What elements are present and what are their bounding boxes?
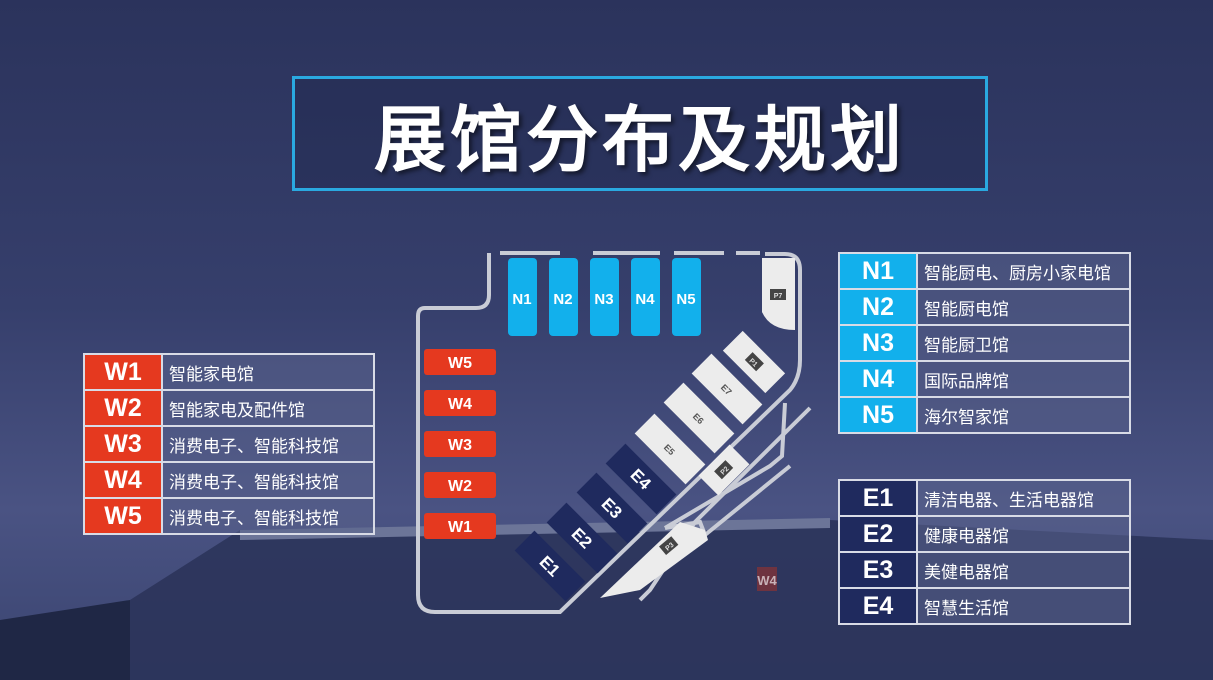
hall-w4[interactable]: [424, 390, 496, 416]
hall-desc: 消费电子、智能科技馆: [161, 461, 375, 499]
hall-code: W3: [83, 425, 163, 463]
hall-desc: 智慧生活馆: [916, 587, 1131, 625]
hall-n1-label: N1: [512, 291, 531, 308]
hall-w1[interactable]: [424, 513, 496, 539]
hall-n5-label: N5: [676, 291, 695, 308]
hall-n3[interactable]: [590, 258, 619, 336]
hall-code: E4: [838, 587, 918, 625]
parking-p7-label: P7: [774, 293, 783, 300]
hall-e4[interactable]: E4: [605, 443, 677, 515]
hall-desc: 消费电子、智能科技馆: [161, 497, 375, 535]
hall-code: N3: [838, 324, 918, 362]
hall-e7[interactable]: E7: [691, 353, 763, 425]
hall-desc: 消费电子、智能科技馆: [161, 425, 375, 463]
hall-e2[interactable]: E2: [546, 502, 618, 574]
hall-n4[interactable]: [631, 258, 660, 336]
hall-n1[interactable]: [508, 258, 537, 336]
west-halls: W5 W4 W3 W2 W1: [424, 349, 496, 539]
hall-code: W4: [83, 461, 163, 499]
hall-code: E2: [838, 515, 918, 553]
hall-n3-label: N3: [594, 291, 613, 308]
hall-desc: 智能家电馆: [161, 353, 375, 391]
hall-code: W1: [83, 353, 163, 391]
hall-desc: 智能家电及配件馆: [161, 389, 375, 427]
hall-desc: 海尔智家馆: [916, 396, 1131, 434]
hall-code: N4: [838, 360, 918, 398]
east-halls: E1 E2 E3 E4 E5 E6 E7 P1 P2 P3 P7: [514, 258, 795, 602]
hall-n2[interactable]: [549, 258, 578, 336]
parking-p1[interactable]: P1: [722, 330, 786, 394]
hall-code: W5: [83, 497, 163, 535]
hall-desc: 智能厨卫馆: [916, 324, 1131, 362]
hall-code: N1: [838, 252, 918, 290]
hall-e1[interactable]: E1: [514, 530, 586, 602]
parking-p3[interactable]: P3: [600, 522, 708, 598]
hall-w2[interactable]: [424, 472, 496, 498]
background-sign-text: W4: [757, 573, 777, 588]
hall-w2-label: W2: [448, 478, 472, 495]
page-title: 展馆分布及规划: [373, 98, 906, 182]
north-halls: N1 N2 N3 N4 N5: [508, 258, 701, 336]
hall-desc: 清洁电器、生活电器馆: [916, 479, 1131, 517]
hall-w4-label: W4: [448, 396, 472, 413]
parking-p2-label: P2: [720, 465, 731, 476]
hall-e5[interactable]: E5: [634, 413, 706, 485]
parking-p1-label: P1: [747, 358, 758, 369]
title-box: 展馆分布及规划: [292, 76, 988, 191]
hall-w5[interactable]: [424, 349, 496, 375]
hall-code: N5: [838, 396, 918, 434]
hall-code: E1: [838, 479, 918, 517]
parking-p7[interactable]: P7: [762, 258, 795, 330]
hall-n4-label: N4: [635, 291, 655, 308]
hall-w3[interactable]: [424, 431, 496, 457]
hall-e6[interactable]: E6: [663, 382, 735, 454]
hall-w1-label: W1: [448, 519, 472, 536]
hall-desc: 智能厨电馆: [916, 288, 1131, 326]
hall-n5[interactable]: [672, 258, 701, 336]
hall-n2-label: N2: [553, 291, 572, 308]
hall-desc: 美健电器馆: [916, 551, 1131, 589]
hall-code: E3: [838, 551, 918, 589]
parking-p3-label: P3: [664, 542, 675, 553]
hall-code: N2: [838, 288, 918, 326]
hall-desc: 健康电器馆: [916, 515, 1131, 553]
hall-desc: 智能厨电、厨房小家电馆: [916, 252, 1131, 290]
hall-e3[interactable]: E3: [576, 472, 648, 544]
hall-w3-label: W3: [448, 437, 472, 454]
hall-desc: 国际品牌馆: [916, 360, 1131, 398]
hall-w5-label: W5: [448, 355, 472, 372]
background-sign: [757, 567, 777, 591]
parking-p2[interactable]: P2: [698, 444, 750, 496]
hall-code: W2: [83, 389, 163, 427]
